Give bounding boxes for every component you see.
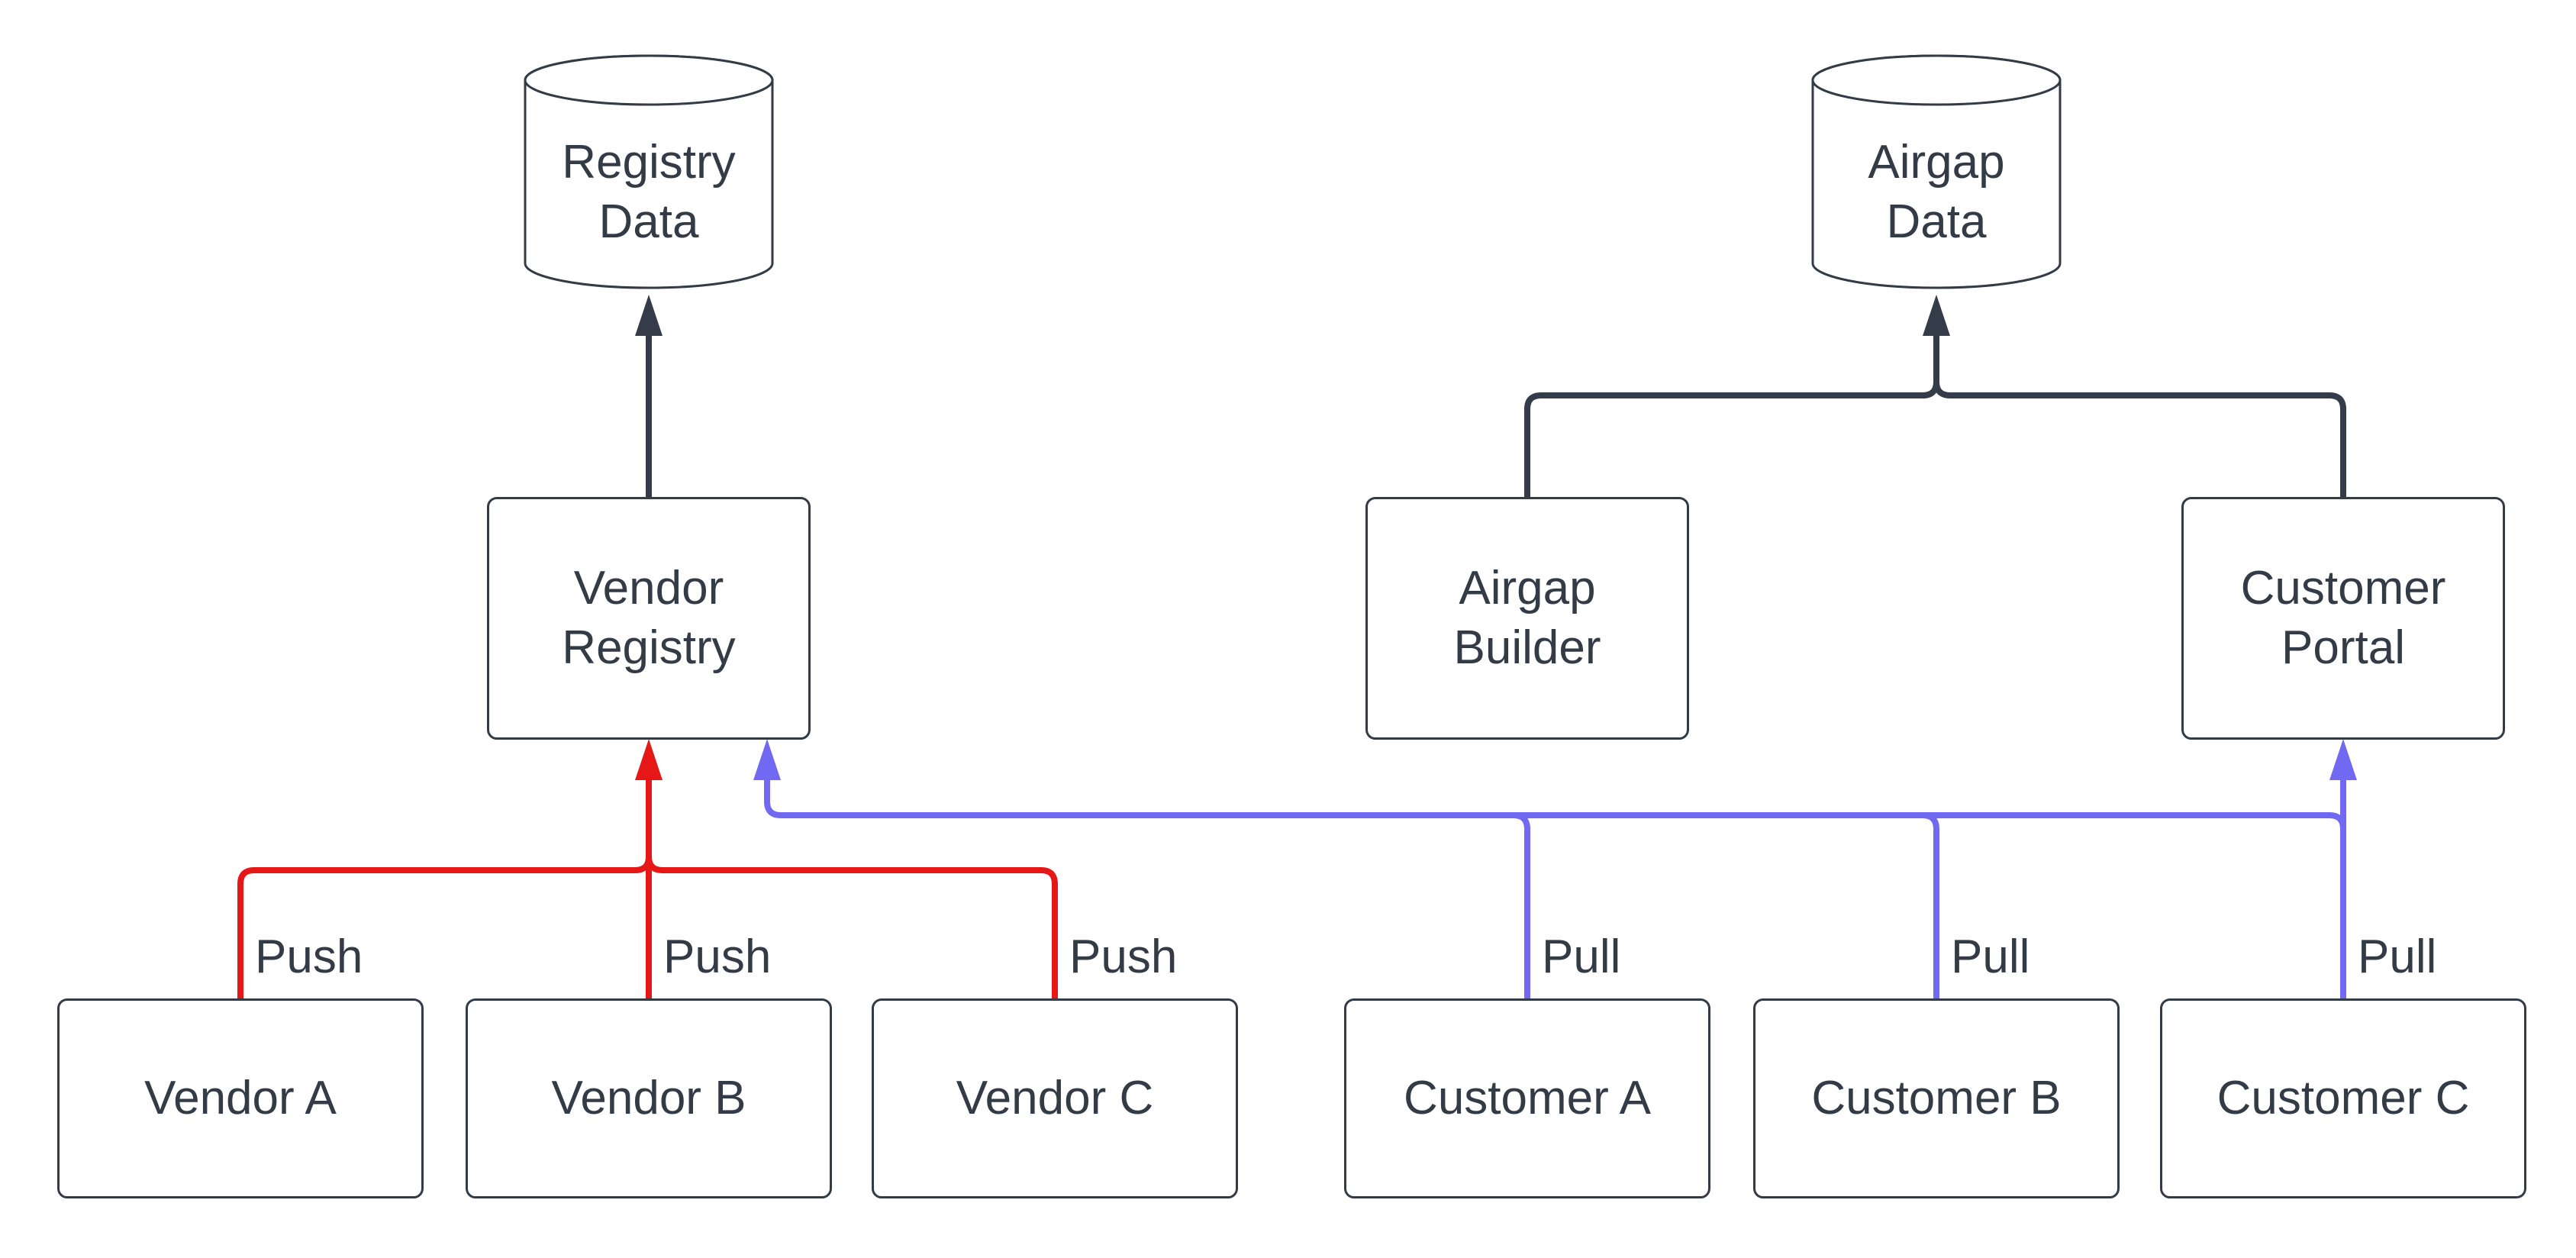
registry-data-cylinder-top [524,54,774,106]
node-customer-portal: Customer Portal [2181,497,2505,740]
edge-label-pull-customer-b: Pull [1951,931,2030,983]
arrowhead-push-vendor-registry [635,739,663,780]
node-customer-a: Customer A [1344,998,1710,1198]
airgap-data-cylinder-top [1811,54,2062,106]
edge-customer-b-pull [781,812,1939,998]
edge-label-pull-customer-a: Pull [1542,931,1621,983]
node-airgap-builder: Airgap Builder [1365,497,1689,740]
node-customer-b: Customer B [1753,998,2120,1198]
edge-customer-portal-to-airgap-data [1933,330,2346,497]
node-customer-c: Customer C [2160,998,2526,1198]
node-vendor-b: Vendor B [466,998,832,1198]
node-label-airgap-data: Airgap Data [1868,136,2005,248]
node-vendor-c: Vendor C [872,998,1238,1198]
edge-label-push-vendor-b: Push [663,931,772,983]
node-label-registry-data: Registry Data [562,136,736,248]
edge-label-push-vendor-c: Push [1069,931,1178,983]
arrowhead-pull-vendor-registry [753,739,781,780]
airgap-data-cylinder [1811,54,2062,289]
edge-airgap-builder-to-airgap-data [1524,330,1939,497]
edge-label-push-vendor-a: Push [255,931,363,983]
registry-data-cylinder [524,54,774,289]
arrowhead-pull-customer-portal [2329,739,2357,780]
edge-label-pull-customer-c: Pull [2358,931,2437,983]
node-vendor-registry: Vendor Registry [487,497,811,740]
node-vendor-a: Vendor A [57,998,424,1198]
arrowhead-registry-data [635,295,663,336]
arrowhead-airgap-data [1923,295,1950,336]
